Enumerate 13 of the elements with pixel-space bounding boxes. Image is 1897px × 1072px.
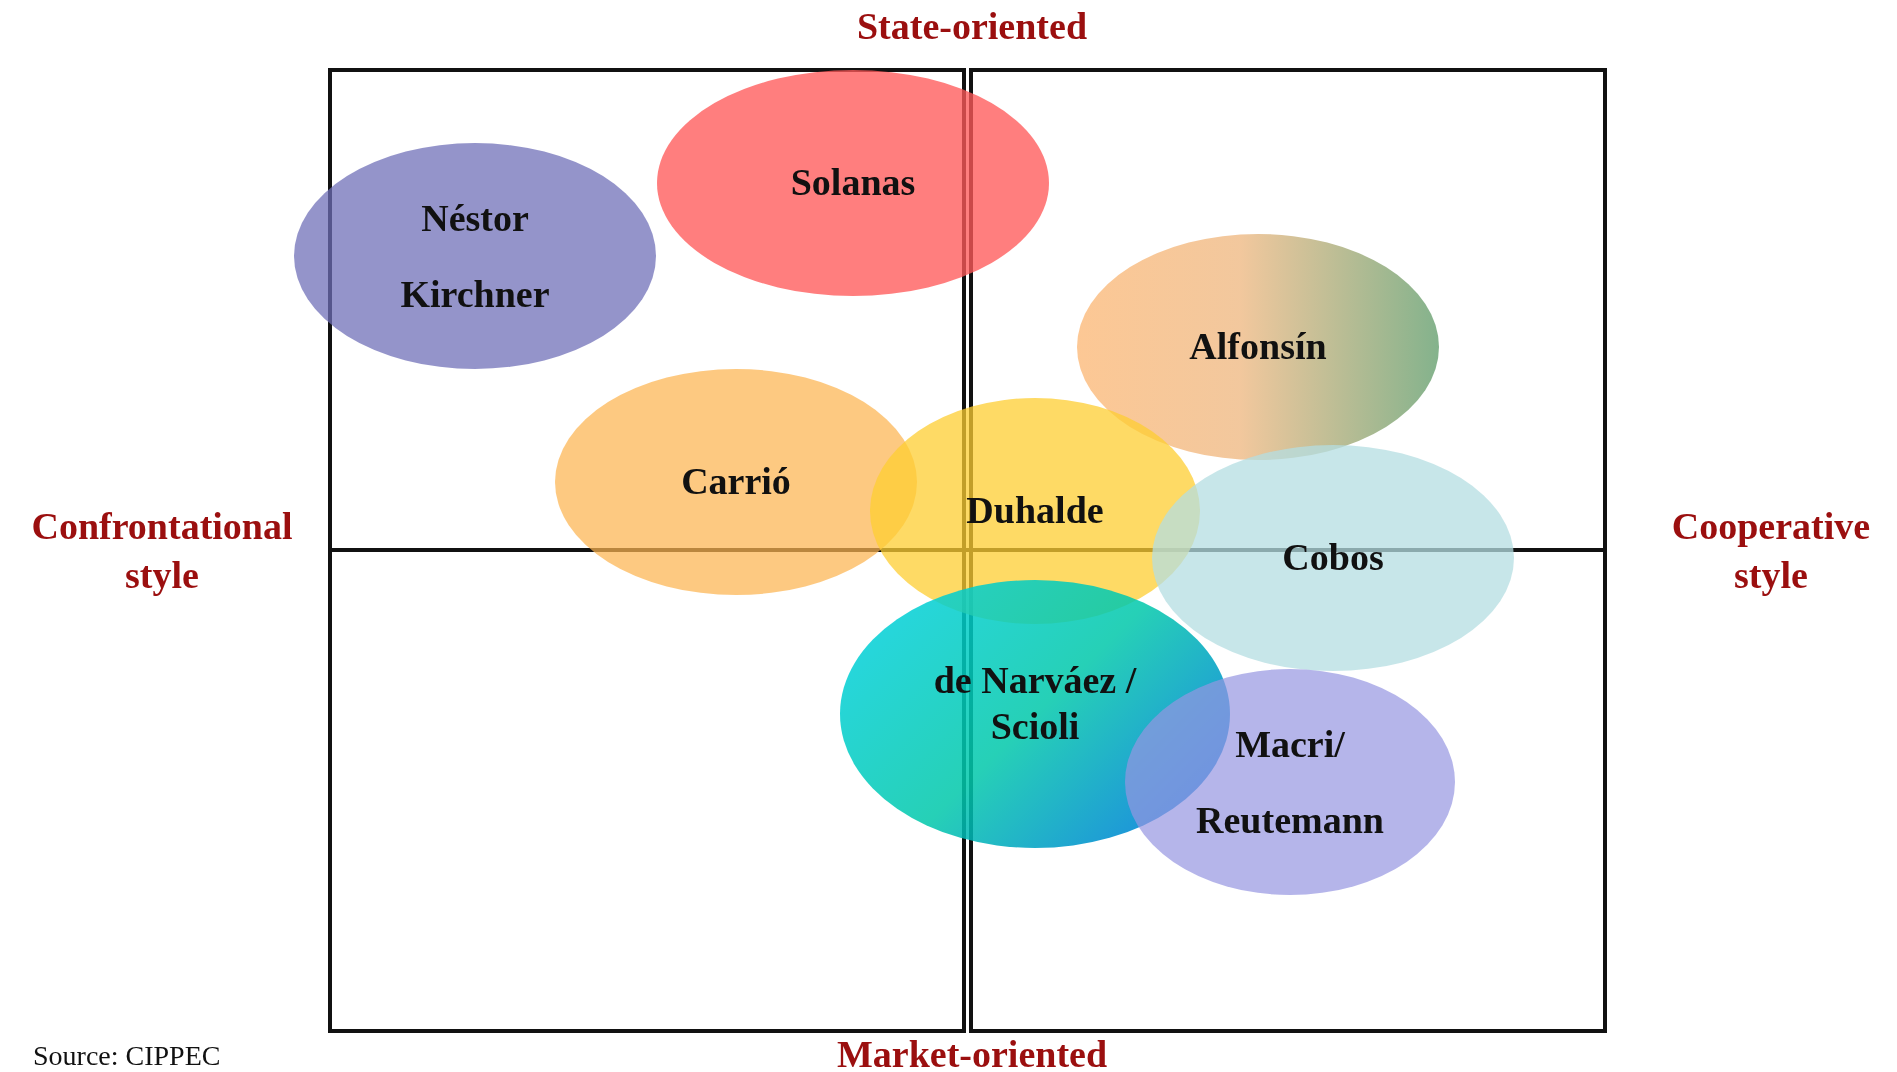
node-label: Duhalde (965, 488, 1105, 534)
node-label: de Narváez / Scioli (932, 658, 1138, 749)
axis-label: State-oriented (857, 4, 1087, 49)
node-label: Cobos (1281, 535, 1385, 581)
source-note: Source: CIPPEC (33, 1039, 221, 1072)
axis-label: Market-oriented (836, 1032, 1108, 1072)
axis-label: Cooperative style (1670, 504, 1872, 599)
node-label: Néstor Kirchner (399, 196, 551, 317)
node-label: Macri/ Reutemann (1195, 722, 1385, 843)
node-label: Carrió (680, 459, 792, 505)
node-label: Solanas (789, 160, 917, 206)
axis-label: Confrontational style (30, 504, 294, 599)
node-label: Alfonsín (1188, 324, 1328, 370)
